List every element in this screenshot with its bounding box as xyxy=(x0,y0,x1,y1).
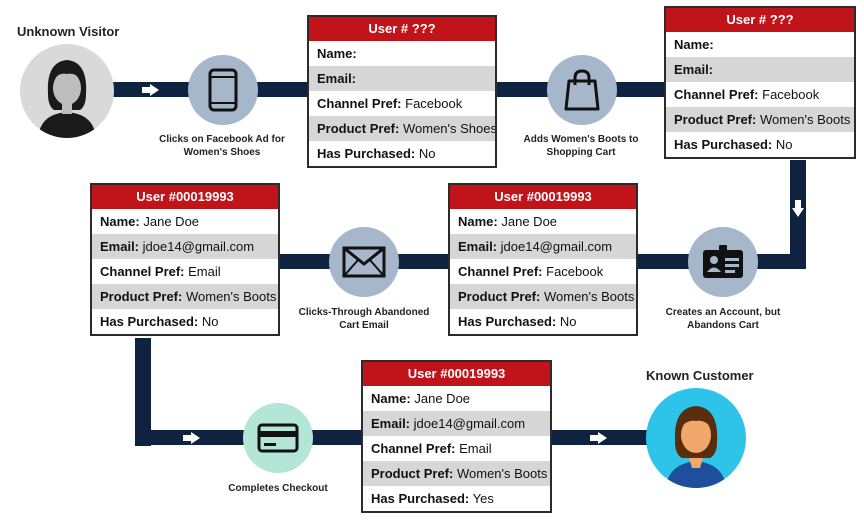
user-card-name-row: Name: Jane Doe xyxy=(363,386,550,411)
user-card-product-row: Product Pref: Women's Boots xyxy=(92,284,278,309)
customer-person-icon xyxy=(666,406,726,488)
step-add-to-cart-caption: Adds Women's Boots to Shopping Cart xyxy=(523,134,639,158)
step-create-account xyxy=(688,227,758,297)
user-card-product-row: Product Pref: Women's Boots xyxy=(450,284,636,309)
user-card-name-row: Name: Jane Doe xyxy=(92,209,278,234)
user-card-name-row: Name: xyxy=(309,41,495,66)
user-card-email-row: Email: jdoe14@gmail.com xyxy=(450,234,636,259)
user-card-channel-row: Channel Pref: Facebook xyxy=(450,259,636,284)
user-card-title: User # ??? xyxy=(666,8,854,32)
user-card-2: User # ??? Name: Email: Channel Pref: Fa… xyxy=(664,6,856,159)
user-card-channel-row: Channel Pref: Email xyxy=(363,436,550,461)
user-card-purchased-row: Has Purchased: No xyxy=(92,309,278,334)
smartphone-icon xyxy=(208,68,238,112)
shopping-bag-icon xyxy=(564,69,600,111)
user-card-product-row: Product Pref: Women's Boots xyxy=(363,461,550,486)
user-card-channel-row: Channel Pref: Facebook xyxy=(666,82,854,107)
step-add-to-cart xyxy=(547,55,617,125)
user-card-channel-row: Channel Pref: Email xyxy=(92,259,278,284)
user-card-purchased-row: Has Purchased: No xyxy=(450,309,636,334)
user-card-3: User #00019993 Name: Jane Doe Email: jdo… xyxy=(448,183,638,336)
step-email-click xyxy=(329,227,399,297)
arrow-right-icon xyxy=(183,432,200,444)
step-checkout xyxy=(243,403,313,473)
step-facebook-ad-caption: Clicks on Facebook Ad for Women's Shoes xyxy=(159,134,285,158)
step-facebook-ad xyxy=(188,55,258,125)
unknown-visitor-avatar xyxy=(20,44,114,138)
user-card-title: User # ??? xyxy=(309,17,495,41)
step-checkout-caption: Completes Checkout xyxy=(228,483,328,494)
step-email-click-caption: Clicks-Through Abandoned Cart Email xyxy=(298,307,430,331)
user-card-name-row: Name: xyxy=(666,32,854,57)
user-card-purchased-row: Has Purchased: No xyxy=(309,141,495,166)
user-card-email-row: Email: xyxy=(666,57,854,82)
user-card-email-row: Email: xyxy=(309,66,495,91)
user-card-4: User #00019993 Name: Jane Doe Email: jdo… xyxy=(90,183,280,336)
user-card-product-row: Product Pref: Women's Boots xyxy=(666,107,854,132)
arrow-down-icon xyxy=(792,200,804,217)
user-card-email-row: Email: jdoe14@gmail.com xyxy=(363,411,550,436)
user-card-title: User #00019993 xyxy=(363,362,550,386)
unknown-person-icon xyxy=(38,60,96,138)
user-card-channel-row: Channel Pref: Facebook xyxy=(309,91,495,116)
credit-card-icon xyxy=(257,423,299,453)
user-card-5: User #00019993 Name: Jane Doe Email: jdo… xyxy=(361,360,552,513)
user-card-purchased-row: Has Purchased: Yes xyxy=(363,486,550,511)
user-card-name-row: Name: Jane Doe xyxy=(450,209,636,234)
user-card-email-row: Email: jdoe14@gmail.com xyxy=(92,234,278,259)
user-card-purchased-row: Has Purchased: No xyxy=(666,132,854,157)
arrow-right-icon xyxy=(590,432,607,444)
envelope-icon xyxy=(342,246,386,278)
arrow-right-icon xyxy=(142,84,159,96)
user-card-title: User #00019993 xyxy=(450,185,636,209)
user-card-product-row: Product Pref: Women's Shoes xyxy=(309,116,495,141)
user-card-1: User # ??? Name: Email: Channel Pref: Fa… xyxy=(307,15,497,168)
id-card-icon xyxy=(703,245,743,278)
connector-left-down xyxy=(135,338,151,446)
known-customer-avatar xyxy=(646,388,746,488)
known-customer-label: Known Customer xyxy=(646,368,754,383)
user-card-title: User #00019993 xyxy=(92,185,278,209)
step-create-account-caption: Creates an Account, but Abandons Cart xyxy=(665,307,781,331)
unknown-visitor-label: Unknown Visitor xyxy=(17,24,120,39)
